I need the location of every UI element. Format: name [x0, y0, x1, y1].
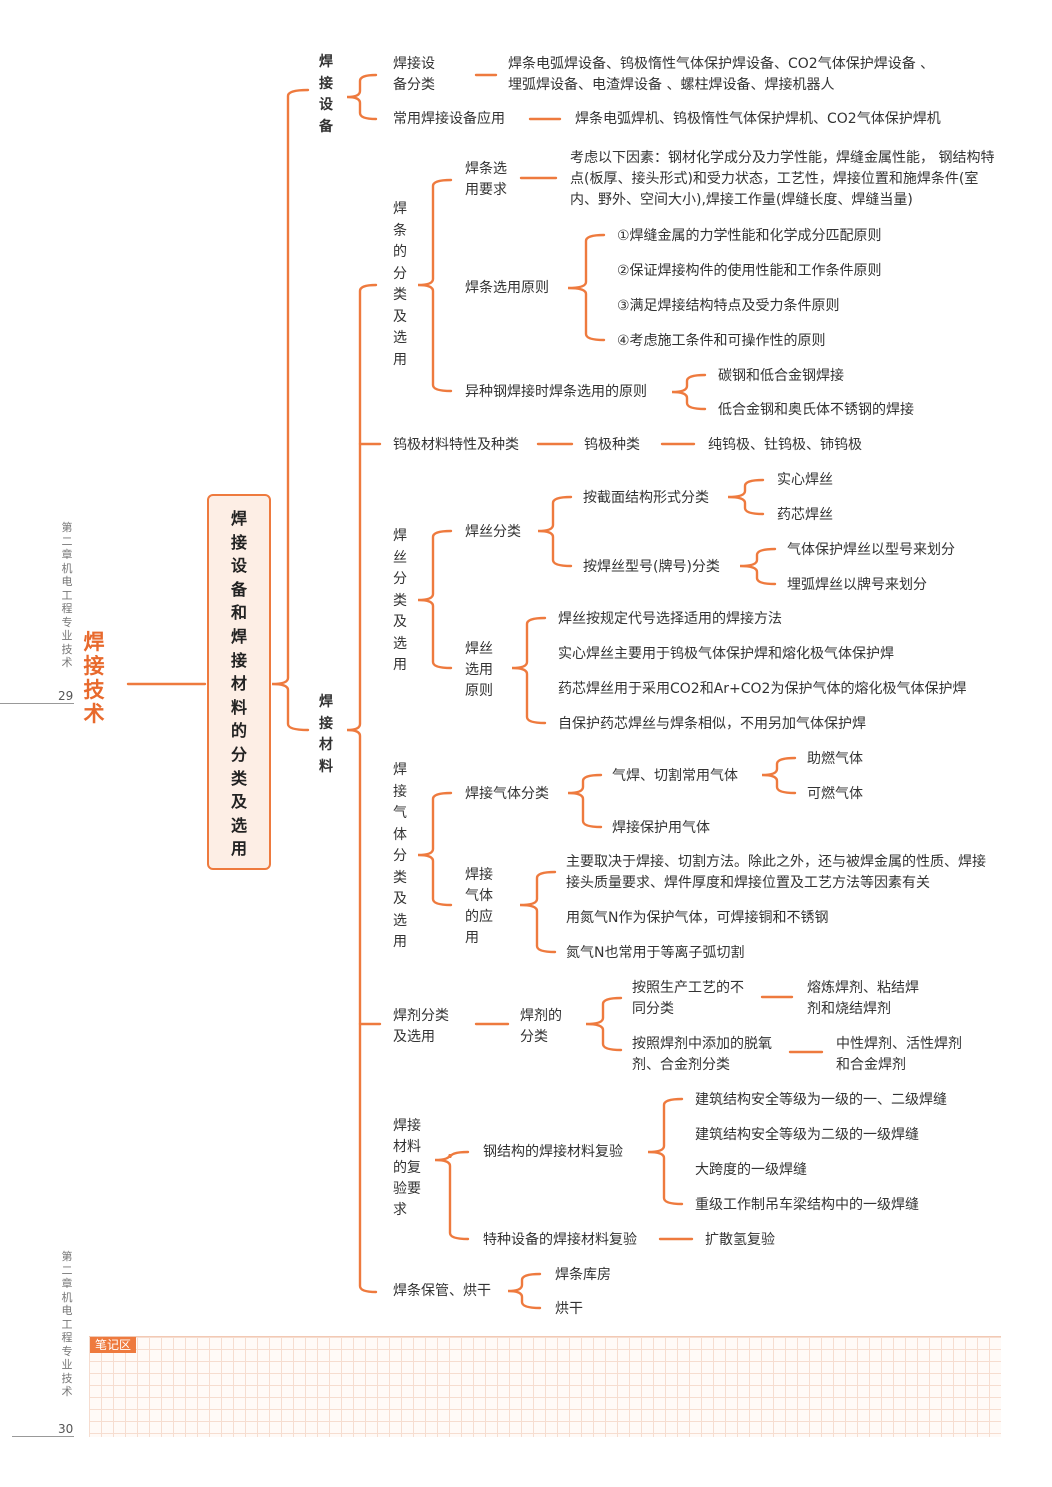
brace-wire-model	[739, 547, 777, 586]
brace-gas-cutting	[761, 756, 797, 795]
brace-recheck	[434, 1150, 470, 1241]
storage-item-2: 烘干	[555, 1301, 583, 1317]
chapter-label-top: 第二章 机电工程专业技术	[61, 521, 73, 669]
node-tungsten-detail: 纯钨极、钍钨极、铈钨极	[708, 437, 862, 453]
node-tungsten-kind: 钨极种类	[584, 437, 640, 453]
node-flux-by-additive: 按照焊剂中添加的脱氧剂、合金剂分类	[632, 1036, 772, 1073]
brace-electrode	[417, 178, 453, 393]
gas-apply-item-2: 用氮气N作为保护气体，可焊接铜和不锈钢	[566, 910, 829, 926]
node-equipment-classify-detail: 焊条电弧焊设备、钨极惰性气体保护焊设备、CO2气体保护焊设备 、埋弧焊设备、电渣…	[508, 56, 935, 93]
node-recheck: 焊接材料的复验要求	[393, 1118, 421, 1218]
node-gas-classify: 焊接气体分类	[465, 786, 549, 802]
brace-storage	[507, 1272, 542, 1310]
node-electrode-dissimilar: 异种钢焊接时焊条选用的原则	[465, 384, 647, 400]
node-recheck-special: 特种设备的焊接材料复验	[483, 1232, 637, 1248]
node-gas-apply: 焊接气体的应用	[465, 867, 493, 946]
root-node: 焊接设备和焊接材料的分类及选用	[207, 494, 271, 870]
brace-wire-section	[727, 478, 765, 516]
node-electrode: 焊条的分类及选用	[393, 201, 407, 368]
node-wire-by-section: 按截面结构形式分类	[583, 490, 709, 506]
electrode-principle-3: ③满足焊接结构特点及受力条件原则	[617, 298, 840, 314]
node-wire: 焊丝分类及选用	[393, 528, 407, 673]
node-equipment-classify: 焊接设备分类	[393, 56, 435, 93]
page-number-bottom: 30	[58, 1422, 74, 1436]
dissimilar-item-2: 低合金钢和奥氏体不锈钢的焊接	[718, 402, 914, 418]
node-electrode-req-detail: 考虑以下因素：钢材化学成分及力学性能，焊缝金属性能， 钢结构特点(板厚、接头形式…	[570, 150, 995, 208]
wire-model-item-2: 埋弧焊丝以牌号来划分	[787, 577, 927, 593]
recheck-steel-item-2: 建筑结构安全等级为二级的一级焊缝	[695, 1127, 919, 1143]
node-flux-classify: 焊剂的分类	[520, 1008, 562, 1045]
node-gas: 焊接气体分类及选用	[393, 762, 407, 950]
brace-equipment	[346, 73, 378, 121]
gas-cutting-item-2: 可燃气体	[807, 786, 863, 802]
brace-root	[271, 88, 310, 732]
wire-section-item-2: 药芯焊丝	[777, 507, 833, 523]
page-rule-top	[0, 703, 74, 704]
wire-model-item-1: 气体保护焊丝以型号来划分	[787, 542, 955, 558]
recheck-steel-item-1: 建筑结构安全等级为一级的一、二级焊缝	[695, 1092, 947, 1108]
brace-wire	[417, 529, 453, 670]
notes-area[interactable]	[89, 1336, 1001, 1437]
wire-principle-2: 实心焊丝主要用于钨极气体保护焊和熔化极气体保护焊	[558, 646, 894, 662]
node-materials: 焊接材料	[319, 694, 333, 775]
brace-gas	[417, 791, 453, 907]
recheck-steel-item-4: 重级工作制吊车梁结构中的一级焊缝	[695, 1197, 919, 1213]
recheck-steel-item-3: 大跨度的一级焊缝	[695, 1162, 807, 1178]
node-flux: 焊剂分类及选用	[393, 1008, 449, 1045]
chapter-label-bottom: 第二章 机电工程专业技术	[61, 1250, 73, 1398]
brace-gas-classify	[567, 773, 603, 829]
page-rule-bottom	[12, 1436, 74, 1437]
wire-principle-3: 药芯焊丝用于采用CO2和Ar+CO2为保护气体的熔化极气体保护焊	[558, 681, 967, 697]
flux-additive-detail: 中性焊剂、活性焊剂和合金焊剂	[836, 1036, 962, 1073]
gas-apply-item-1: 主要取决于焊接、切割方法。除此之外，还与被焊金属的性质、焊接接头质量要求、焊件厚…	[566, 854, 986, 891]
dissimilar-item-1: 碳钢和低合金钢焊接	[718, 368, 844, 384]
node-equipment-common-detail: 焊条电弧焊机、钨极惰性气体保护焊机、CO2气体保护焊机	[575, 111, 941, 127]
flux-process-detail: 熔炼焊剂、粘结焊剂和烧结焊剂	[807, 980, 919, 1017]
section-title: 焊接技术	[83, 630, 105, 726]
node-equipment-common: 常用焊接设备应用	[393, 111, 505, 127]
node-tungsten: 钨极材料特性及种类	[393, 437, 519, 453]
brace-wire-classify	[537, 495, 573, 568]
wire-section-item-1: 实心焊丝	[777, 472, 833, 488]
wire-principle-1: 焊丝按规定代号选择适用的焊接方法	[558, 611, 782, 627]
wire-principle-4: 自保护药芯焊丝与焊条相似，不用另加气体保护焊	[558, 716, 866, 732]
brace-materials	[346, 283, 378, 1294]
brace-electrode-principle	[567, 233, 606, 342]
electrode-principle-4: ④考虑施工条件和可操作性的原则	[617, 333, 826, 349]
storage-item-1: 焊条库房	[555, 1267, 611, 1283]
node-electrode-principle: 焊条选用原则	[465, 280, 549, 296]
gas-cutting-item-1: 助燃气体	[807, 751, 863, 767]
brace-recheck-steel	[647, 1097, 684, 1206]
node-flux-by-process: 按照生产工艺的不同分类	[632, 980, 744, 1017]
brace-gas-apply	[519, 870, 557, 954]
node-wire-by-model: 按焊丝型号(牌号)分类	[583, 559, 720, 575]
gas-apply-item-3: 氮气N也常用于等离子弧切割	[566, 945, 745, 961]
brace-dissimilar	[671, 373, 707, 411]
node-recheck-steel: 钢结构的焊接材料复验	[483, 1144, 623, 1160]
node-wire-classify: 焊丝分类	[465, 524, 521, 540]
page-number-top: 29	[58, 689, 74, 703]
node-wire-principle: 焊丝选用原则	[465, 641, 493, 699]
node-gas-cutting: 气焊、切割常用气体	[612, 768, 738, 784]
brace-wire-principle	[511, 616, 547, 725]
root-node-label: 焊接设备和焊接材料的分类及选用	[230, 509, 247, 859]
node-gas-shield: 焊接保护用气体	[612, 820, 710, 836]
recheck-special-detail: 扩散氢复验	[705, 1232, 775, 1248]
electrode-principle-1: ①焊缝金属的力学性能和化学成分匹配原则	[617, 228, 882, 244]
notes-label: 笔记区	[90, 1337, 137, 1353]
node-equipment: 焊接设备	[319, 54, 333, 135]
node-electrode-req: 焊条选用要求	[465, 161, 507, 198]
electrode-principle-2: ②保证焊接构件的使用性能和工作条件原则	[617, 263, 882, 279]
brace-flux	[585, 996, 623, 1052]
node-storage: 焊条保管、烘干	[393, 1283, 491, 1299]
